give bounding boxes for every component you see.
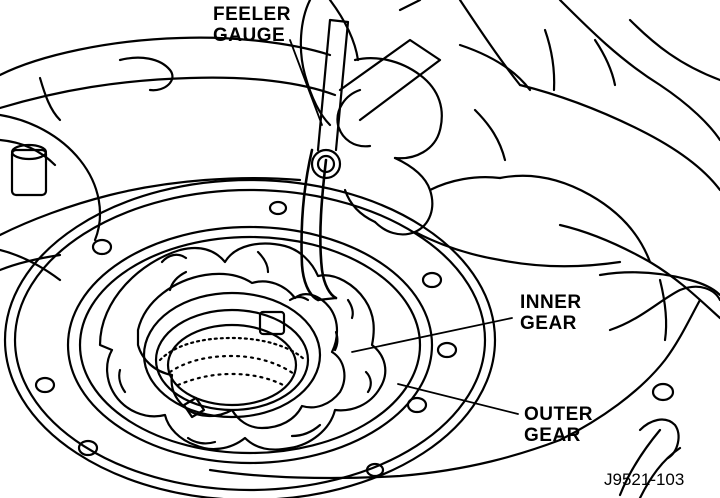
inner-gear-leader — [351, 317, 513, 353]
feeler-gauge-label: FEELER GAUGE — [213, 4, 291, 46]
outer-gear — [98, 242, 387, 451]
inner-gear-label-line1: INNER — [520, 292, 582, 313]
outer-gear-label-line2: GEAR — [524, 425, 581, 446]
feeler-gauge-leader — [289, 39, 323, 126]
pump-flange — [3, 178, 497, 498]
leader-lines — [289, 39, 519, 415]
pump-housing — [0, 36, 720, 498]
shaft-housing — [0, 113, 102, 282]
feeler-gauge-label-line2: GAUGE — [213, 25, 286, 46]
outer-gear-leader — [397, 383, 519, 415]
feeler-gauge-label-line1: FEELER — [213, 4, 291, 25]
bolt-holes — [34, 200, 675, 478]
center-bore — [142, 291, 322, 419]
outer-gear-label: OUTER GEAR — [524, 404, 593, 446]
outer-gear-label-line1: OUTER — [524, 404, 593, 425]
figure-id: J9521-103 — [604, 470, 685, 489]
feeler-gauge-blade — [300, 0, 442, 302]
technician-hand — [299, 0, 720, 268]
inner-gear-label-line2: GEAR — [520, 313, 577, 334]
inner-gear-label: INNER GEAR — [520, 292, 582, 334]
